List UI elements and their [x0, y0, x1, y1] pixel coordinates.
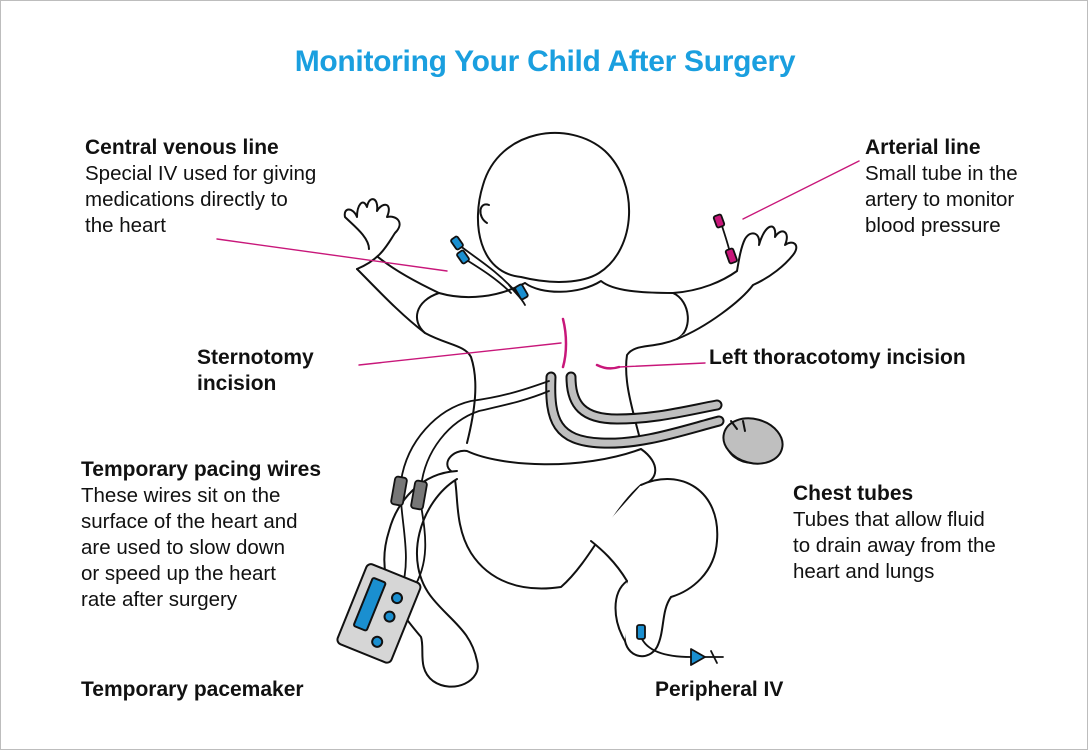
thoracotomy-heading: Left thoracotomy incision: [709, 345, 966, 371]
chest-tubes-desc-line: heart and lungs: [793, 559, 996, 585]
infant-head: [478, 133, 629, 282]
chest-tubes-callout: Chest tubes Tubes that allow fluid to dr…: [793, 481, 996, 585]
thoracotomy-callout: Left thoracotomy incision: [709, 345, 966, 371]
pacing-wires-desc-line: surface of the heart and: [81, 509, 321, 535]
pacing-wires-heading: Temporary pacing wires: [81, 457, 321, 483]
arterial-line-leader: [743, 161, 859, 219]
sternotomy-heading-line: incision: [197, 371, 314, 397]
chest-tubes-desc: Tubes that allow fluid to drain away fro…: [793, 507, 996, 585]
arterial-line-callout: Arterial line Small tube in the artery t…: [865, 135, 1018, 239]
pacing-wires-desc-line: or speed up the heart: [81, 561, 321, 587]
central-line-desc: Special IV used for giving medications d…: [85, 161, 316, 239]
peripheral-iv-callout: Peripheral IV: [655, 677, 783, 703]
peripheral-iv-heading: Peripheral IV: [655, 677, 783, 703]
arterial-line-heading: Arterial line: [865, 135, 1018, 161]
chest-tubes-desc-line: Tubes that allow fluid: [793, 507, 996, 533]
chest-tubes: [551, 377, 788, 470]
pacemaker-heading: Temporary pacemaker: [81, 677, 304, 703]
arterial-line-cap-2: [725, 248, 737, 264]
pacemaker-callout: Temporary pacemaker: [81, 677, 304, 703]
arterial-line-cap-1: [713, 214, 725, 228]
peripheral-iv-cap: [637, 625, 645, 639]
central-line-callout: Central venous line Special IV used for …: [85, 135, 316, 239]
pacing-wires-desc-line: These wires sit on the: [81, 483, 321, 509]
pacing-wires-desc: These wires sit on the surface of the he…: [81, 483, 321, 613]
chest-tube-bulb-2: [718, 412, 787, 470]
infant-left-hand: [737, 227, 796, 285]
arterial-line-desc-line: blood pressure: [865, 213, 1018, 239]
chest-tubes-heading: Chest tubes: [793, 481, 996, 507]
arterial-line-desc-line: artery to monitor: [865, 187, 1018, 213]
arterial-line-desc: Small tube in the artery to monitor bloo…: [865, 161, 1018, 239]
pacing-wires-desc-line: are used to slow down: [81, 535, 321, 561]
chest-tubes-desc-line: to drain away from the: [793, 533, 996, 559]
sternotomy-heading-line: Sternotomy: [197, 345, 314, 371]
central-line-desc-line: medications directly to: [85, 187, 316, 213]
central-line-heading: Central venous line: [85, 135, 316, 161]
central-line-desc-line: the heart: [85, 213, 316, 239]
arterial-line-device: [713, 214, 737, 264]
central-line-desc-line: Special IV used for giving: [85, 161, 316, 187]
central-line-cap-1: [450, 236, 463, 250]
pacing-wires-desc-line: rate after surgery: [81, 587, 321, 613]
infant-foot: [616, 581, 628, 641]
thoracotomy-leader: [619, 363, 705, 367]
arterial-line-desc-line: Small tube in the: [865, 161, 1018, 187]
central-line-leader: [217, 239, 447, 271]
sternotomy-callout: Sternotomy incision: [197, 345, 314, 397]
sternotomy-incision-mark: [563, 319, 566, 367]
pacing-wires-callout: Temporary pacing wires These wires sit o…: [81, 457, 321, 613]
